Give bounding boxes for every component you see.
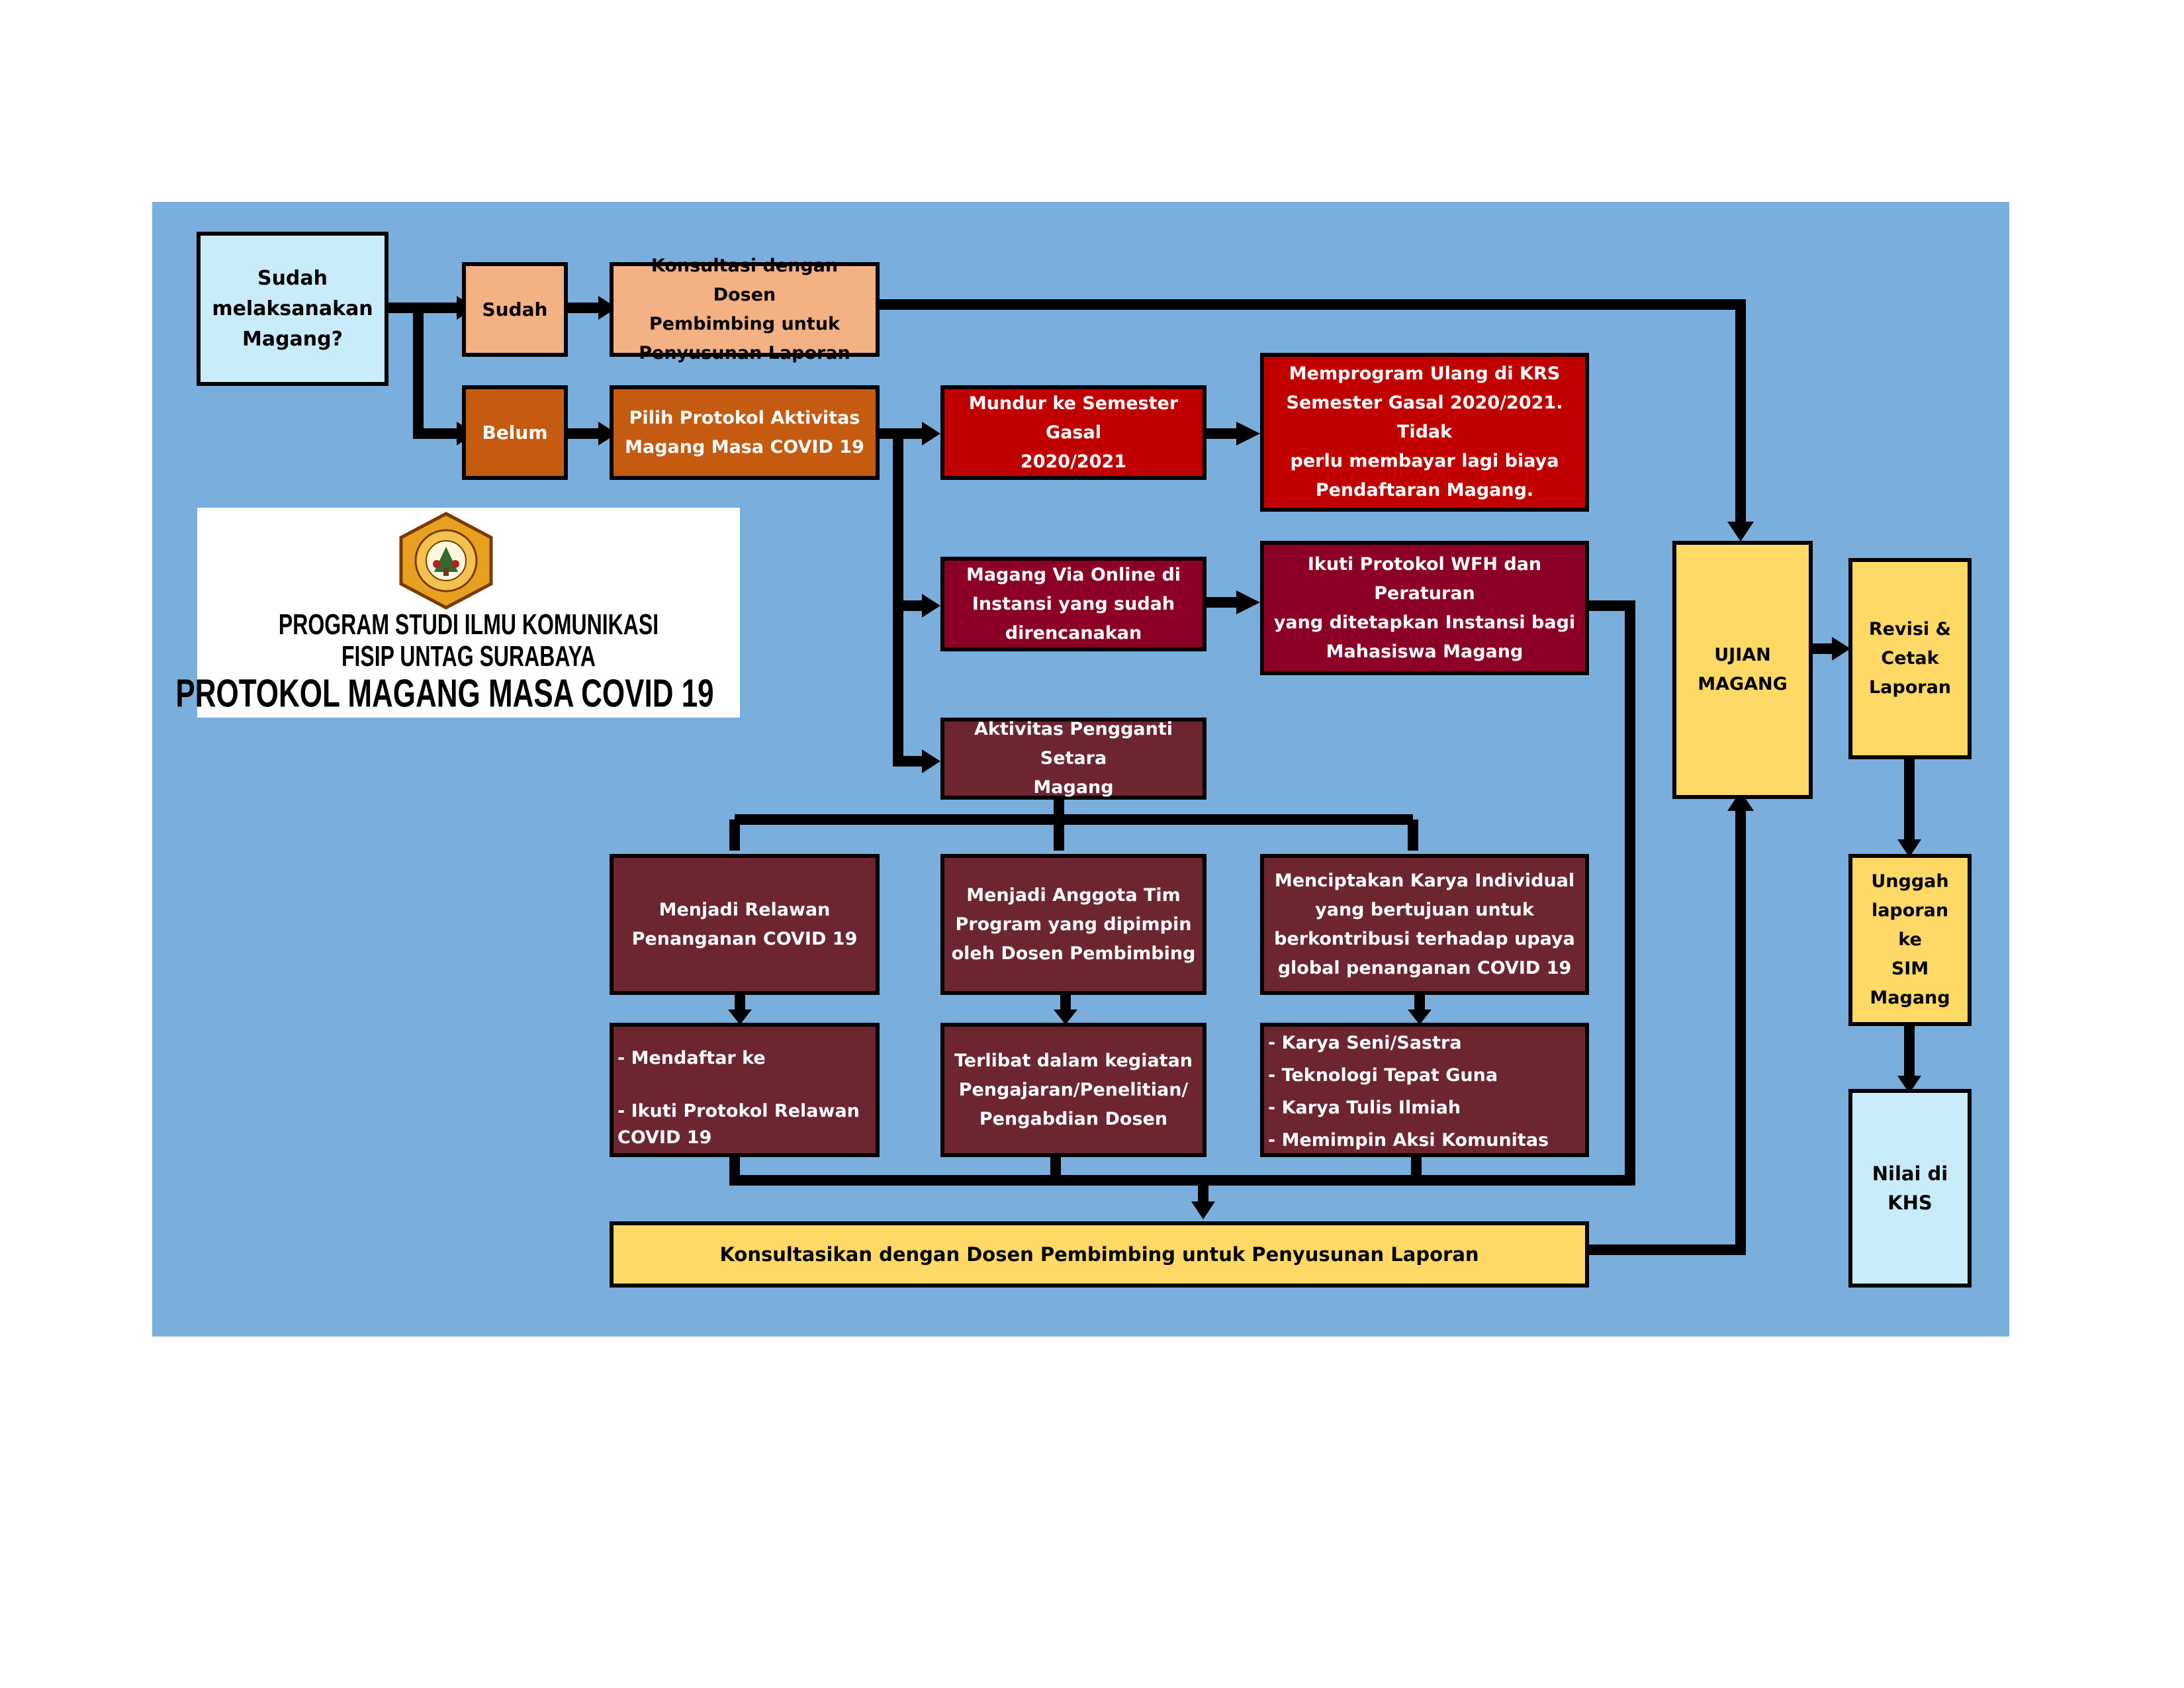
node-nilai: Nilai di KHS — [1848, 1089, 1972, 1288]
program-header: PROGRAM STUDI ILMU KOMUNIKASI FISIP UNTA… — [175, 508, 740, 718]
arrowhead — [1408, 1009, 1432, 1025]
arrowhead — [1727, 522, 1754, 541]
arrow-konsultasikan-ujian — [1585, 809, 1746, 1255]
node-mundur: Mundur ke Semester Gasal 2020/2021 — [940, 385, 1206, 480]
node-pilih-protokol: Pilih Protokol Aktivitas Magang Masa COV… — [610, 385, 880, 480]
arrowhead — [1191, 1201, 1215, 1219]
node-memprogram: Memprogram Ulang di KRS Semester Gasal 2… — [1260, 353, 1589, 512]
arrow-konsultasi-ujian — [877, 299, 1746, 523]
node-konsultasi-awal: Konsultasi dengan Dosen Pembimbing untuk… — [610, 256, 880, 363]
arrowhead — [1897, 1076, 1921, 1094]
arrowhead — [1236, 422, 1260, 445]
arrow-question-belum — [413, 308, 458, 439]
node-relawan: Menjadi Relawan Penanganan COVID 19 — [610, 854, 880, 995]
arrowhead — [598, 422, 617, 445]
node-aktivitas-pengganti: Aktivitas Pengganti Setara Magang — [940, 718, 1206, 800]
arrow-pilih-branch-trunk — [893, 434, 923, 767]
node-via-online: Magang Via Online di Instansi yang sudah… — [940, 557, 1206, 651]
header-line-title: PROTOKOL MAGANG MASA COVID 19 — [175, 672, 714, 716]
arrowhead — [922, 594, 940, 618]
arrowhead — [922, 422, 940, 445]
arrowhead — [728, 1009, 752, 1025]
node-karya-list: - Karya Seni/Sastra - Teknologi Tepat Gu… — [1260, 1023, 1589, 1157]
arrow-merge-left — [729, 1155, 1205, 1186]
node-belum: Belum — [462, 385, 568, 480]
node-unggah: Unggah laporan ke SIM Magang — [1848, 854, 1972, 1026]
arrowhead — [922, 749, 940, 773]
arrowhead — [1727, 791, 1754, 811]
university-seal-icon — [399, 512, 493, 610]
node-ikuti-wfh: Ikuti Protokol WFH dan Peraturan yang di… — [1260, 541, 1589, 675]
node-terlibat: Terlibat dalam kegiatan Pengajaran/Penel… — [940, 1023, 1206, 1157]
header-line-fisip: FISIP UNTAG SURABAYA — [341, 640, 596, 673]
node-question: Sudah melaksanakan Magang? — [197, 232, 388, 386]
node-revisi: Revisi & Cetak Laporan — [1848, 558, 1972, 759]
node-karya-individual: Menciptakan Karya Individual yang bertuj… — [1260, 854, 1589, 995]
node-konsultasikan: Konsultasikan dengan Dosen Pembimbing un… — [610, 1221, 1589, 1288]
arrowhead — [1897, 839, 1921, 857]
arrowhead — [1832, 637, 1850, 661]
arrowhead — [1054, 1009, 1077, 1025]
node-relawan-detail: - Mendaftar ke - Ikuti Protokol Relawan … — [610, 1023, 880, 1157]
node-sudah: Sudah — [462, 262, 568, 357]
header-line-program: PROGRAM STUDI ILMU KOMUNIKASI — [278, 608, 659, 641]
arrowhead — [598, 296, 617, 320]
arrowhead — [1236, 590, 1260, 614]
node-ujian: UJIAN MAGANG — [1672, 541, 1813, 799]
node-anggota-tim: Menjadi Anggota Tim Program yang dipimpi… — [940, 854, 1206, 995]
